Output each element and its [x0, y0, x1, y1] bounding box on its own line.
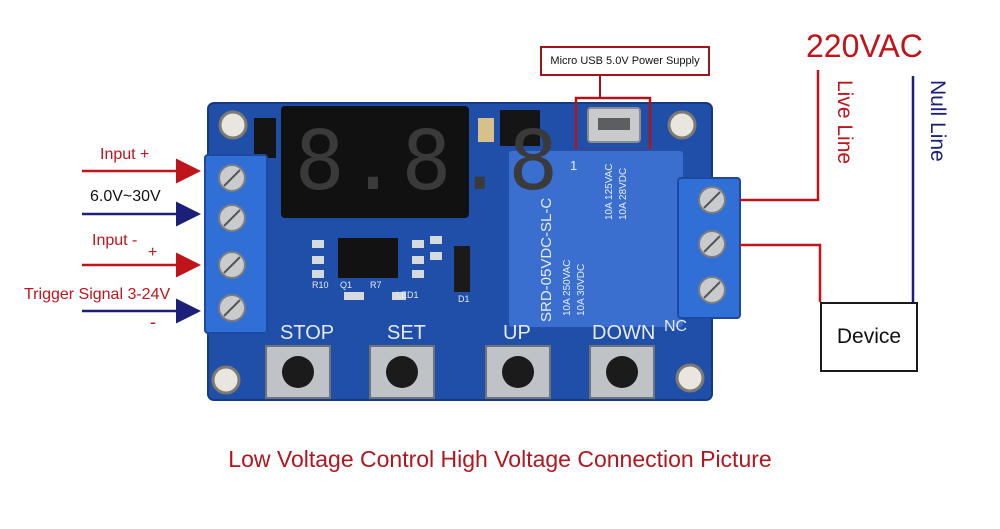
- trigger-minus-label: -: [150, 312, 156, 332]
- relay-rating-ac1: 10A 250VAC: [562, 259, 573, 316]
- smd-resistors: [312, 236, 442, 300]
- display-digits: 8.8.8: [295, 114, 562, 209]
- diode-smd: [500, 110, 540, 146]
- button-label-stop: STOP: [280, 322, 335, 344]
- silk-r10: R10: [312, 280, 329, 290]
- diagram-caption: Low Voltage Control High Voltage Connect…: [228, 446, 772, 472]
- mains-voltage-label: 220VAC: [806, 28, 923, 64]
- left-input-arrows: [82, 158, 201, 324]
- button-label-down: DOWN: [592, 322, 656, 344]
- ic-chip: [338, 238, 398, 278]
- right-terminal-screws: [698, 186, 726, 304]
- relay-rating-dc1: 10A 30VDC: [576, 263, 587, 316]
- button-label-up: UP: [503, 322, 531, 344]
- trigger-plus-label: +: [148, 244, 158, 261]
- mains-wiring: [740, 70, 915, 302]
- trigger-signal-label: Trigger Signal 3-24V: [24, 286, 171, 303]
- diode-d1: [454, 246, 470, 292]
- input-minus-label: Input -: [92, 232, 138, 249]
- silk-d1: D1: [458, 294, 470, 304]
- relay-rating-dc2: 10A 28VDC: [618, 167, 629, 220]
- left-terminal-screws: [218, 164, 246, 322]
- relay-model: SRD-05VDC-SL-C: [538, 197, 555, 322]
- silk-r7: R7: [370, 280, 382, 290]
- relay-pin-label: 1: [570, 158, 578, 173]
- voltage-range-label: 6.0V~30V: [90, 188, 161, 205]
- usb-power-callout: Micro USB 5.0V Power Supply: [540, 46, 710, 76]
- seven-segment-display: 8.8.8: [281, 106, 558, 218]
- mounting-holes: [211, 110, 705, 395]
- left-terminal-block: [204, 154, 268, 334]
- relay-rating-ac2: 10A 125VAC: [604, 163, 615, 220]
- nc-label: NC: [664, 318, 688, 335]
- null-line-label: Null Line: [926, 80, 949, 162]
- button-label-set: SET: [387, 322, 426, 344]
- input-plus-label: Input +: [100, 146, 150, 163]
- usb-port-opening: [598, 118, 630, 130]
- button-bodies: [265, 345, 655, 399]
- device-load-box: Device: [820, 302, 918, 372]
- silk-led1: LED1: [396, 290, 419, 300]
- top-smd-chip: [254, 118, 276, 158]
- live-line-label: Live Line: [833, 80, 856, 165]
- silk-q1: Q1: [340, 280, 353, 290]
- small-capacitor: [478, 118, 494, 142]
